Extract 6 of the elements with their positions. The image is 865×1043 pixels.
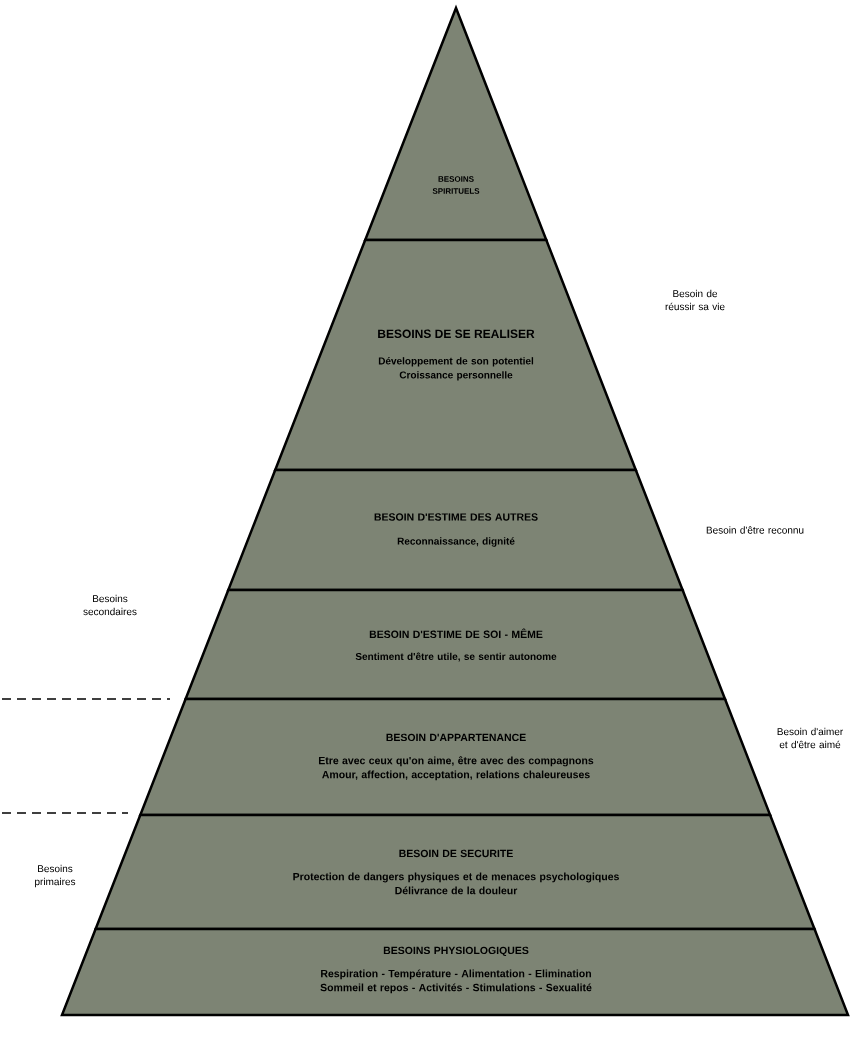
- side-note: Besoins secondaires: [83, 594, 137, 616]
- side-note: Besoin d'être reconnu: [706, 526, 804, 534]
- pyramid-level: BESOINS DE SE REALISER Développement de son potentiel Croissance personnelle: [273, 238, 638, 472]
- side-note: Besoins primaires: [35, 864, 76, 888]
- pyramid-level: BESOINS PHYSIOLOGIQUES Respiration - Température - Alimentation - Elimination Sommeil et repos - Activités - Stimulations - Sexualité: [60, 927, 850, 1017]
- side-note: Besoin de réussir sa vie: [665, 289, 725, 311]
